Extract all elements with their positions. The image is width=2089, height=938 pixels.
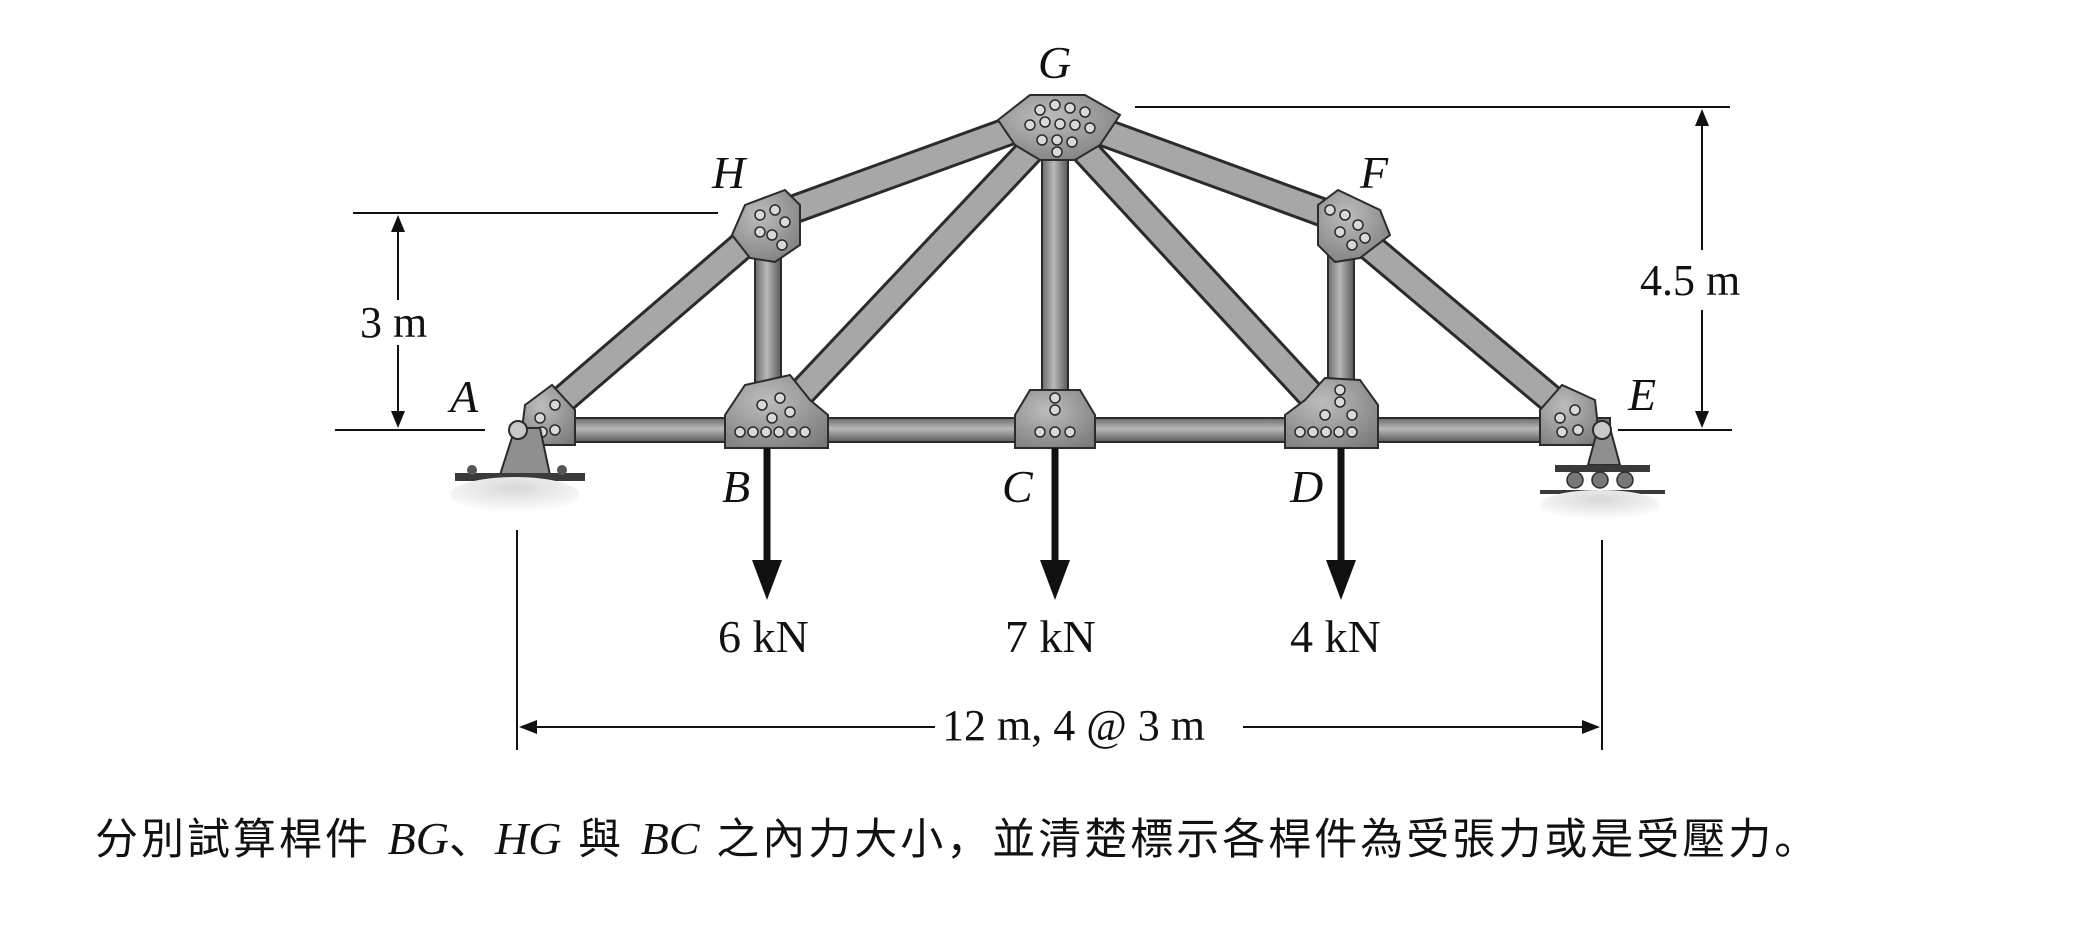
dimension-label-right-height: 4.5 m <box>1640 256 1740 305</box>
member-CG <box>1041 124 1069 421</box>
load-arrows <box>752 448 1356 600</box>
joint-label-F: F <box>1359 147 1389 198</box>
joint-label-A: A <box>447 371 479 422</box>
question-part-1: 分別試算桿件 <box>95 815 388 865</box>
member-name-BC: BC <box>640 813 700 864</box>
pin-support-A <box>450 420 585 513</box>
joint-labels: A B C D E F G H <box>447 37 1656 512</box>
dimension-label-span: 12 m, 4 @ 3 m <box>942 701 1205 750</box>
load-label-C: 7 kN <box>1005 611 1096 662</box>
member-FE-face <box>1342 220 1578 425</box>
load-label-B: 6 kN <box>718 611 809 662</box>
load-label-D: 4 kN <box>1290 611 1381 662</box>
load-labels: 6 kN 7 kN 4 kN <box>718 611 1381 662</box>
dimension-labels: 3 m 4.5 m 12 m, 4 @ 3 m <box>360 256 1740 750</box>
member-GF-face <box>1065 108 1343 230</box>
member-GD-face <box>1066 131 1329 414</box>
joint-label-H: H <box>711 147 748 198</box>
question-part-3: 與 <box>561 815 641 865</box>
member-AH-face <box>537 220 768 425</box>
joint-label-G: G <box>1038 37 1071 88</box>
dimension-lines <box>335 106 1732 750</box>
question-part-2: 、 <box>449 815 495 865</box>
joint-label-B: B <box>722 461 750 512</box>
roller-support-E <box>1540 420 1665 520</box>
gusset-E <box>1539 383 1602 446</box>
dimension-label-left-height: 3 m <box>360 298 427 347</box>
member-name-HG: HG <box>495 813 562 864</box>
question-text: 分別試算桿件 BG、HG 與 BC 之內力大小，並清楚標示各桿件為受張力或是受壓… <box>95 805 1820 867</box>
joint-label-E: E <box>1627 369 1656 420</box>
joint-label-D: D <box>1289 461 1323 512</box>
member-BG-face <box>781 131 1049 414</box>
bolts <box>534 99 1584 438</box>
joint-label-C: C <box>1002 461 1034 512</box>
member-HG-face <box>765 108 1045 230</box>
question-part-4: 之內力大小，並清楚標示各桿件為受張力或是受壓力。 <box>699 815 1821 865</box>
member-name-BG: BG <box>387 813 449 864</box>
